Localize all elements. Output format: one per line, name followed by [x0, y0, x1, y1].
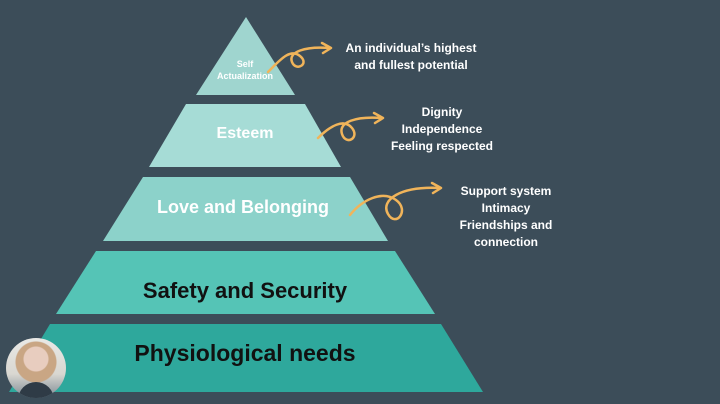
presenter-silhouette [18, 382, 54, 398]
pyramid-tier-label-line: Love and Belonging [156, 197, 329, 217]
arrowhead-icon [430, 181, 443, 195]
annotation-line: Intimacy [481, 201, 531, 215]
annotation-note-1: An individual’s highest and fullest poten… [321, 40, 501, 74]
curly-arrow-icon [266, 46, 332, 74]
annotation-line: Support system [460, 184, 552, 198]
pyramid-tier-3 [103, 177, 388, 241]
pyramid-tier-4 [56, 251, 435, 314]
pyramid-tier-2 [149, 104, 341, 167]
annotation-line: Friendships and [459, 218, 553, 232]
pyramid-tier-2-label: Esteem [165, 124, 325, 144]
annotation-line: connection [473, 235, 538, 249]
presenter-webcam-thumbnail [6, 338, 66, 398]
pyramid-tier-1 [196, 17, 295, 95]
pyramid-tier-5-label: Physiological needs [45, 340, 445, 367]
annotation-line: Independence [401, 122, 483, 136]
pyramid-tier-label-line: Actualization [216, 71, 273, 81]
pyramid-tier-3-label: Love and Belonging [113, 196, 373, 218]
annotation-line: Dignity [421, 105, 463, 119]
curly-arrow-icon [316, 116, 384, 142]
pyramid-tier-label-line: Safety and Security [142, 278, 348, 303]
pyramid-tier-label-line: Self [236, 59, 254, 69]
annotation-line: and fullest potential [354, 58, 468, 72]
annotation-line: An individual’s highest [345, 41, 477, 55]
pyramid-tier-label-line: Physiological needs [134, 340, 356, 366]
annotation-line: Feeling respected [390, 139, 494, 153]
pyramid-tier-label-line: Esteem [216, 125, 274, 142]
arrowhead-icon [372, 111, 385, 125]
pyramid-tier-4-label: Safety and Security [75, 278, 415, 304]
arrowhead-icon [320, 41, 333, 55]
curly-arrow-icon [348, 186, 442, 221]
pyramid-tier-5 [9, 324, 483, 392]
